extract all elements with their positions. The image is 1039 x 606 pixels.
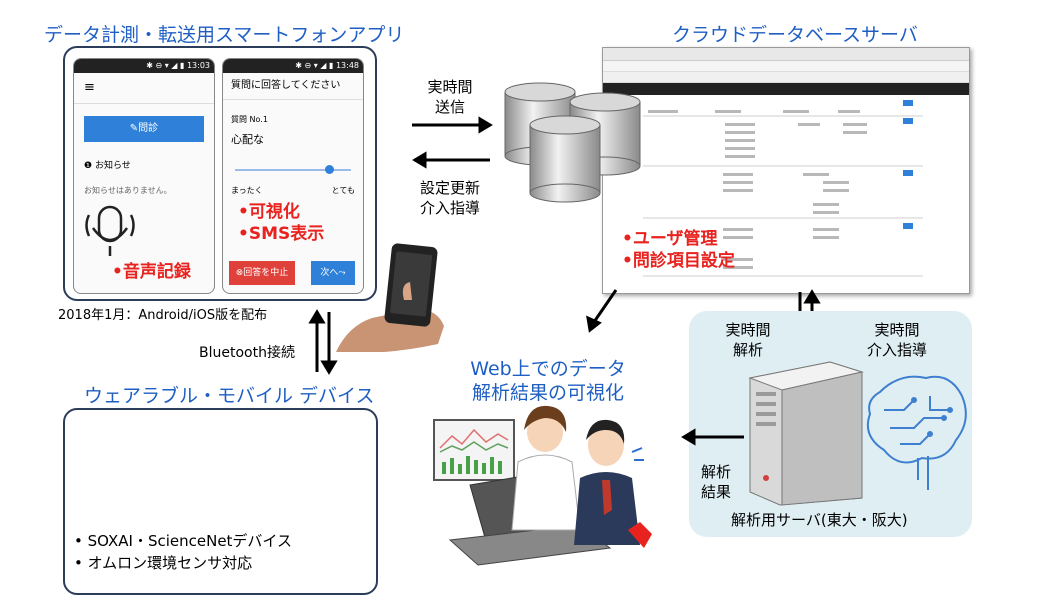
admin-button[interactable] bbox=[903, 170, 913, 176]
ai-brain-icon bbox=[866, 375, 967, 490]
label-settings-update-line2: 介入指導 bbox=[419, 199, 480, 217]
label-analysis-result-line2: 結果 bbox=[700, 483, 731, 501]
label-realtime-guidance-line2: 介入指導 bbox=[866, 341, 927, 359]
analysis-server-label: 解析用サーバ(東大・阪大) bbox=[731, 511, 908, 529]
label-analysis-result: 解析 結果 bbox=[694, 462, 738, 502]
cloud-admin-screenshot bbox=[602, 47, 970, 294]
admin-button[interactable] bbox=[903, 100, 913, 106]
notice-heading-text: お知らせ bbox=[94, 161, 131, 171]
arrow-bt-down-head bbox=[320, 360, 338, 375]
label-settings-update-line1: 設定更新 bbox=[419, 179, 480, 197]
arrow-to-cloud-head bbox=[803, 289, 821, 304]
slider-thumb[interactable] bbox=[325, 165, 334, 174]
database-icon bbox=[504, 82, 641, 203]
interview-button[interactable]: ✎問診 bbox=[84, 116, 204, 142]
feature-list-right: •可視化 •SMS表示 bbox=[238, 201, 324, 245]
admin-navbar bbox=[603, 83, 969, 95]
app-title: データ計測・転送用スマートフォンアプリ bbox=[44, 24, 405, 46]
notice-heading: ❶ お知らせ bbox=[84, 161, 131, 171]
patient-person-icon bbox=[574, 419, 652, 548]
wearable-item-list: • SOXAI・ScienceNetデバイス • オムロン環境センサ対応 bbox=[74, 530, 292, 574]
arrow-to-web bbox=[592, 289, 618, 323]
status-time: 13:03 bbox=[186, 61, 210, 70]
label-realtime-analysis-line1: 実時間 bbox=[725, 321, 771, 339]
arrow-bt-up-head bbox=[308, 309, 326, 324]
stop-answer-button[interactable]: ⊗回答を中止 bbox=[229, 261, 295, 285]
release-note: 2018年1月：Android/iOS版を配布 bbox=[58, 308, 268, 323]
feature-visualization: •可視化 bbox=[238, 202, 300, 222]
slider-scale: まったく とても bbox=[231, 185, 355, 196]
microphone-icon bbox=[85, 205, 135, 256]
feature-sms: •SMS表示 bbox=[238, 224, 325, 244]
notice-body: お知らせはありません。 bbox=[84, 186, 172, 195]
cloud-title: クラウドデータベースサーバ bbox=[672, 24, 918, 46]
wearable-item-soxai: • SOXAI・ScienceNetデバイス bbox=[74, 532, 292, 550]
wearable-item-omron: • オムロン環境センサ対応 bbox=[74, 554, 253, 572]
wearable-title: ウェアラブル・モバイル デバイス bbox=[84, 385, 375, 407]
scale-right-label: とても bbox=[331, 186, 355, 195]
admin-table-lines bbox=[643, 110, 923, 277]
cloud-feature-list: •ユーザ管理 •問診項目設定 bbox=[622, 228, 735, 272]
feature-question-settings: •問診項目設定 bbox=[622, 251, 735, 271]
status-time: 13:48 bbox=[335, 61, 359, 70]
web-viz-title-line1: Web上でのデータ bbox=[470, 358, 626, 380]
browser-bookmarks bbox=[603, 72, 969, 83]
arrow-update-head bbox=[412, 151, 427, 169]
phone-left: ✱ ⊖ ▾ ◢ ▮ 13:03 ≡ ✎問診 ❶ お知らせ お知らせはありません。 bbox=[73, 58, 215, 294]
feature-user-management: •ユーザ管理 bbox=[622, 229, 718, 249]
scale-left-label: まったく bbox=[231, 186, 263, 195]
next-button[interactable]: 次へ⤳ bbox=[311, 261, 355, 285]
feature-voice-recording: •音声記録 bbox=[112, 262, 191, 282]
bluetooth-label: Bluetooth接続 bbox=[199, 345, 295, 361]
browser-addressbar bbox=[603, 61, 969, 72]
question-text: 心配な bbox=[231, 133, 264, 146]
label-realtime-analysis: 実時間 解析 bbox=[716, 320, 780, 360]
label-realtime-send-line1: 実時間 bbox=[427, 78, 473, 96]
monitor-with-charts-icon bbox=[433, 419, 515, 481]
arrow-to-web-head bbox=[586, 315, 602, 333]
arrow-send-head bbox=[478, 116, 493, 134]
answer-slider[interactable] bbox=[235, 165, 351, 174]
label-analysis-result-line1: 解析 bbox=[700, 463, 731, 481]
question-header: 質問に回答してください bbox=[223, 73, 363, 100]
admin-button[interactable] bbox=[903, 118, 913, 124]
web-viz-title: Web上でのデータ 解析結果の可視化 bbox=[463, 357, 633, 405]
label-realtime-send-line2: 送信 bbox=[434, 98, 465, 116]
hand-with-phone-icon bbox=[336, 243, 444, 352]
browser-tabbar bbox=[603, 48, 969, 61]
app-screenshot-frame: ✱ ⊖ ▾ ◢ ▮ 13:03 ≡ ✎問診 ❶ お知らせ お知らせはありません。… bbox=[63, 46, 377, 301]
tower-server-icon bbox=[748, 361, 864, 506]
web-viz-title-line2: 解析結果の可視化 bbox=[471, 382, 624, 404]
admin-button[interactable] bbox=[903, 223, 913, 229]
label-realtime-guidance: 実時間 介入指導 bbox=[852, 320, 942, 360]
doctor-person-icon bbox=[511, 405, 581, 531]
label-realtime-guidance-line1: 実時間 bbox=[874, 321, 920, 339]
status-bar: ✱ ⊖ ▾ ◢ ▮ 13:48 bbox=[223, 59, 363, 73]
hamburger-icon[interactable]: ≡ bbox=[74, 73, 214, 104]
label-realtime-analysis-line2: 解析 bbox=[732, 341, 763, 359]
wearable-devices-frame bbox=[63, 408, 378, 595]
label-realtime-send: 実時間 送信 bbox=[420, 77, 480, 117]
question-number: 質問 No.1 bbox=[231, 115, 268, 124]
label-settings-update: 設定更新 介入指導 bbox=[410, 178, 490, 218]
phone-right: ✱ ⊖ ▾ ◢ ▮ 13:48 質問に回答してください 質問 No.1 心配な … bbox=[222, 58, 364, 294]
arrow-result-to-web bbox=[681, 428, 744, 446]
status-bar: ✱ ⊖ ▾ ◢ ▮ 13:03 bbox=[74, 59, 214, 73]
